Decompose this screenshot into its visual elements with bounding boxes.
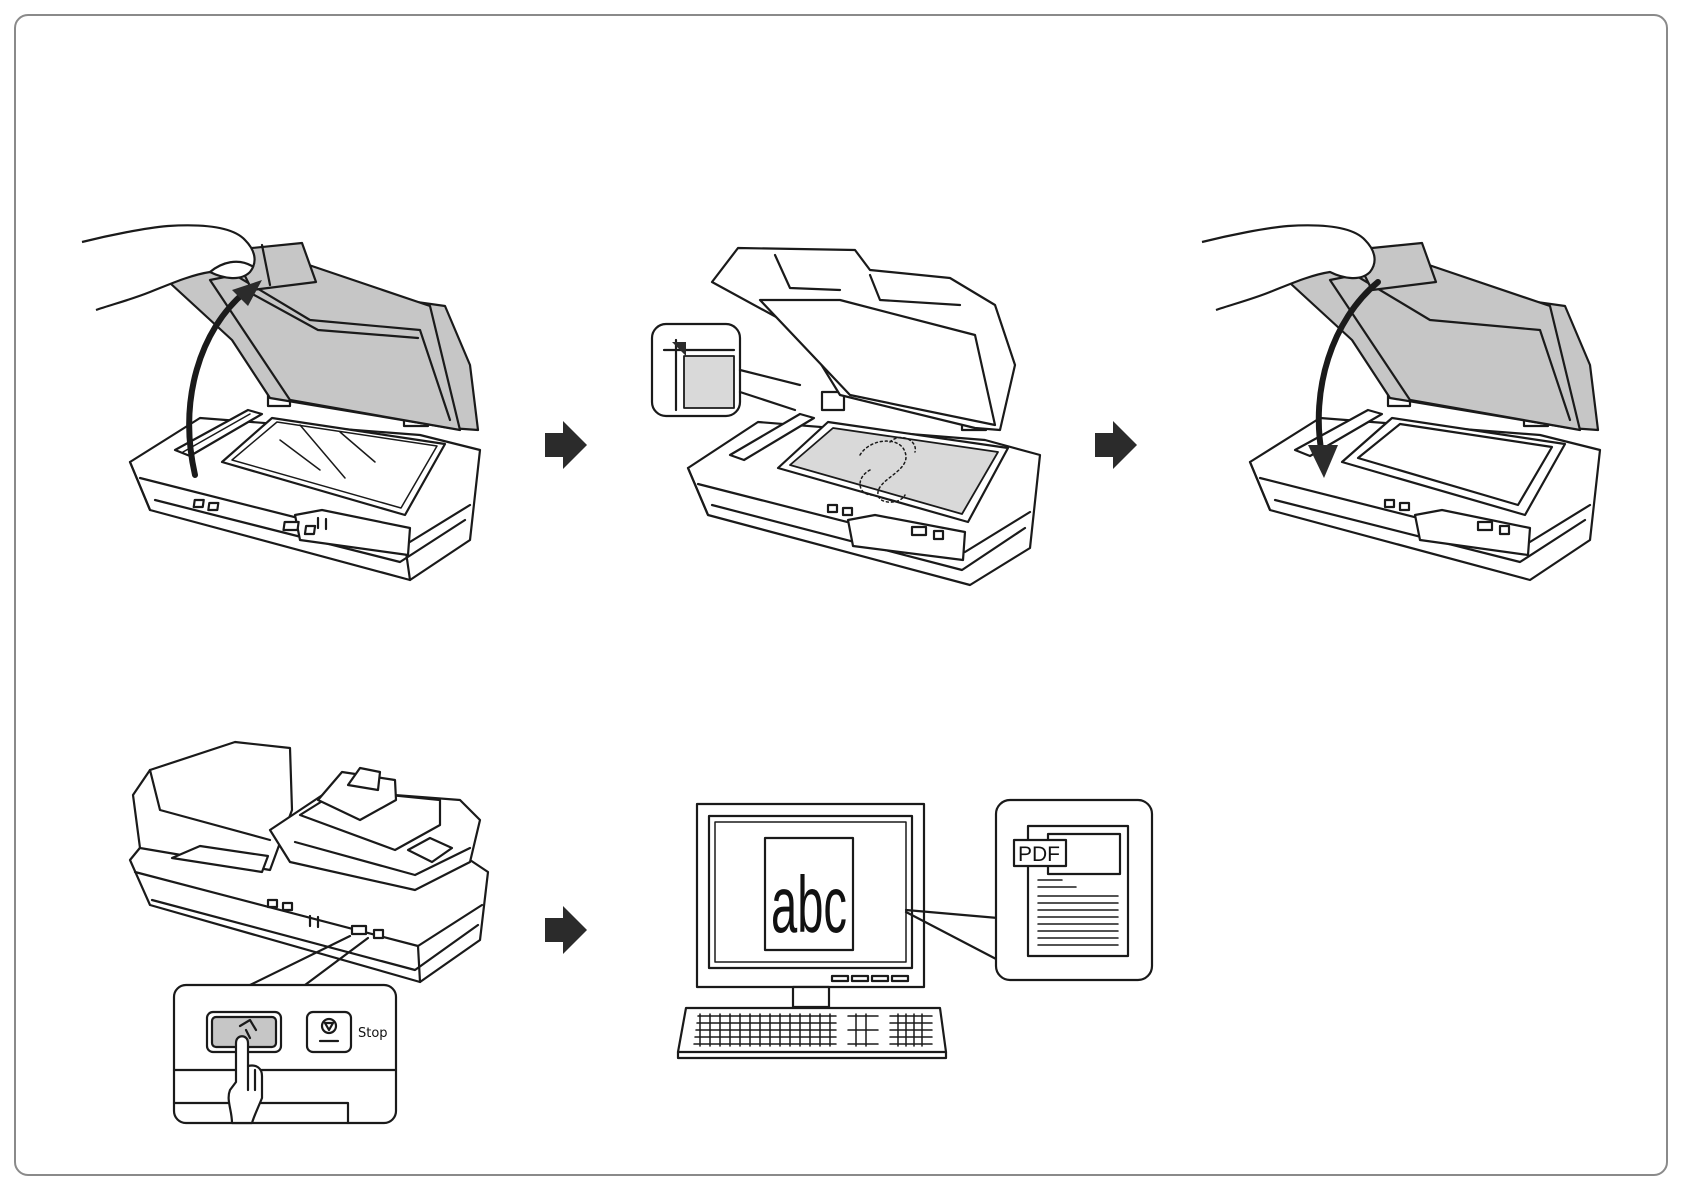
step-close-lid <box>1202 225 1600 580</box>
corner-alignment-callout <box>652 324 800 416</box>
step-open-lid <box>82 225 480 580</box>
screen-text: abc <box>771 860 847 949</box>
stop-label: Stop <box>358 1026 388 1041</box>
step-place-document <box>652 248 1040 585</box>
pdf-label: PDF <box>1018 843 1060 866</box>
next-arrow-3 <box>545 906 587 954</box>
step-press-start: Stop <box>130 742 488 1123</box>
step-view-result: abc PDF <box>678 800 1152 1058</box>
next-arrow-2 <box>1095 421 1137 469</box>
pdf-file-callout: PDF <box>996 800 1152 980</box>
button-panel-callout: Stop <box>174 985 396 1123</box>
next-arrow-1 <box>545 421 587 469</box>
